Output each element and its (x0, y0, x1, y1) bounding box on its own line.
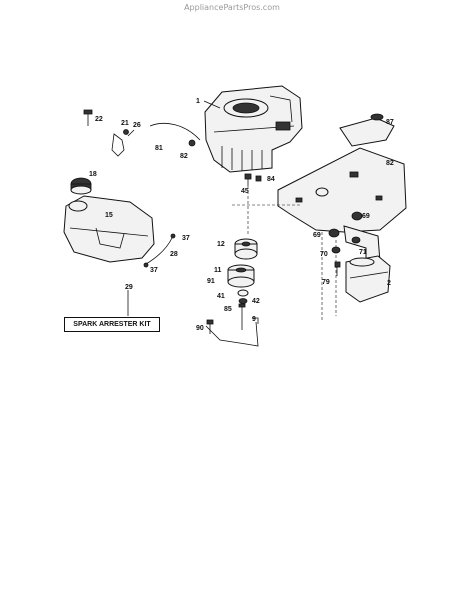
clutch-rod[interactable] (205, 317, 259, 347)
callout-41: 41 (217, 293, 225, 300)
callout-45: 45 (241, 188, 249, 195)
watermark-text: AppliancePartsPros.com (184, 3, 280, 12)
callout-87: 87 (386, 119, 394, 126)
bolt-22[interactable] (83, 109, 93, 126)
callout-79: 79 (322, 279, 330, 286)
callout-2: 2 (387, 280, 391, 287)
callout-18: 18 (89, 171, 97, 178)
callout-29: 29 (125, 284, 133, 291)
washer-41[interactable] (237, 289, 249, 297)
callout-90: 90 (196, 325, 204, 332)
nut-84[interactable] (255, 175, 262, 182)
callout-9: 9 (252, 316, 256, 323)
muffler[interactable] (345, 255, 391, 303)
fuel-line-28[interactable] (143, 233, 176, 268)
callout-22: 22 (95, 116, 103, 123)
callout-15: 15 (105, 212, 113, 219)
callout-42: 42 (252, 298, 260, 305)
callout-21: 21 (121, 120, 129, 127)
bolt-45[interactable] (244, 173, 252, 186)
engine-assembly[interactable] (204, 85, 303, 173)
callout-91: 91 (207, 278, 215, 285)
callout-82-left: 82 (180, 153, 188, 160)
cap-87[interactable] (370, 113, 384, 121)
callout-71: 71 (359, 249, 367, 256)
callout-12: 12 (217, 241, 225, 248)
callout-28: 28 (170, 251, 178, 258)
spark-arrester-kit-label: SPARK ARRESTER KIT (64, 317, 160, 332)
callout-85: 85 (224, 306, 232, 313)
engine-pulley[interactable] (234, 238, 258, 260)
callout-11: 11 (214, 267, 222, 274)
callout-82-right: 82 (386, 160, 394, 167)
fuel-clip[interactable] (111, 129, 135, 157)
bolt-85[interactable] (238, 303, 246, 330)
callout-37-lower: 37 (150, 267, 158, 274)
callout-37-upper: 37 (182, 235, 190, 242)
washers-70-71[interactable] (331, 236, 361, 254)
callout-81: 81 (155, 145, 163, 152)
callout-1: 1 (196, 98, 200, 105)
bolt-79[interactable] (334, 261, 341, 276)
callout-70: 70 (320, 251, 328, 258)
spacer-69[interactable] (328, 211, 363, 238)
bolt-90[interactable] (206, 319, 214, 334)
shield-plate[interactable] (339, 117, 395, 147)
fuel-tank[interactable] (63, 195, 155, 263)
callout-26: 26 (133, 122, 141, 129)
fuel-line[interactable] (149, 123, 201, 147)
fuel-cap[interactable] (70, 177, 92, 195)
callout-69-right: 69 (362, 213, 370, 220)
electric-clutch[interactable] (227, 264, 255, 288)
bolt-42[interactable] (238, 298, 248, 304)
callout-84: 84 (267, 176, 275, 183)
callout-69-left: 69 (313, 232, 321, 239)
